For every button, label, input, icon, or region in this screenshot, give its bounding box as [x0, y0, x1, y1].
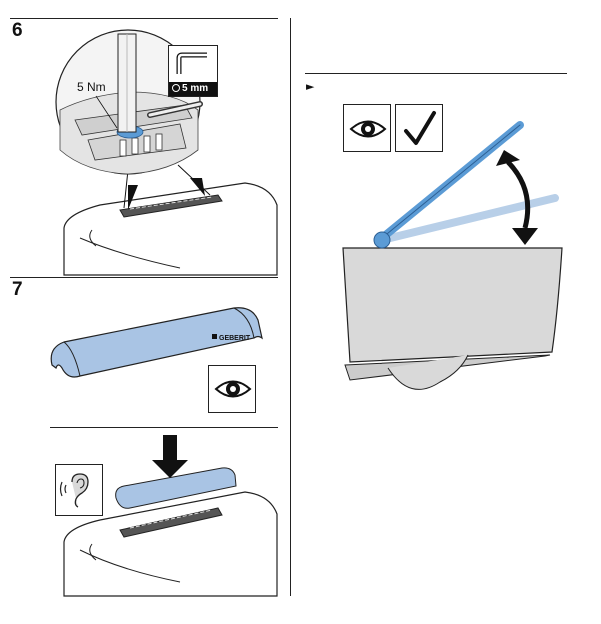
hex-size-icon — [172, 84, 180, 92]
eye-check-box — [208, 365, 256, 413]
step7-top-rule — [10, 277, 278, 278]
step-number-6: 6 — [12, 20, 23, 41]
hearing-check-box — [55, 464, 103, 516]
checkmark-icon — [404, 111, 436, 145]
tool-size-label: 5 mm — [182, 83, 209, 94]
step-number-7: 7 — [12, 279, 23, 300]
instruction-bullet: ► — [306, 80, 315, 93]
allen-key-tool-box: 5 mm — [168, 45, 218, 97]
tool-size-badge: 5 mm — [169, 82, 217, 96]
install-illustration — [63, 435, 278, 597]
step6-top-rule — [10, 18, 278, 19]
right-check-box — [395, 104, 443, 152]
eye-icon — [349, 120, 387, 138]
eye-icon — [214, 380, 252, 398]
step6-illustration — [55, 29, 278, 276]
ear-sound-icon — [59, 473, 89, 508]
right-eye-box — [343, 104, 391, 152]
seat-lift-illustration — [342, 121, 563, 390]
cover-brand-text: GEBERIT — [219, 335, 251, 342]
column-divider — [290, 18, 291, 596]
right-panel-rule — [305, 73, 567, 74]
torque-label: 5 Nm — [77, 80, 106, 94]
cover-illustration: GEBERIT — [50, 307, 263, 378]
allen-key-icon — [176, 52, 207, 74]
step7-substep-rule — [50, 427, 278, 428]
